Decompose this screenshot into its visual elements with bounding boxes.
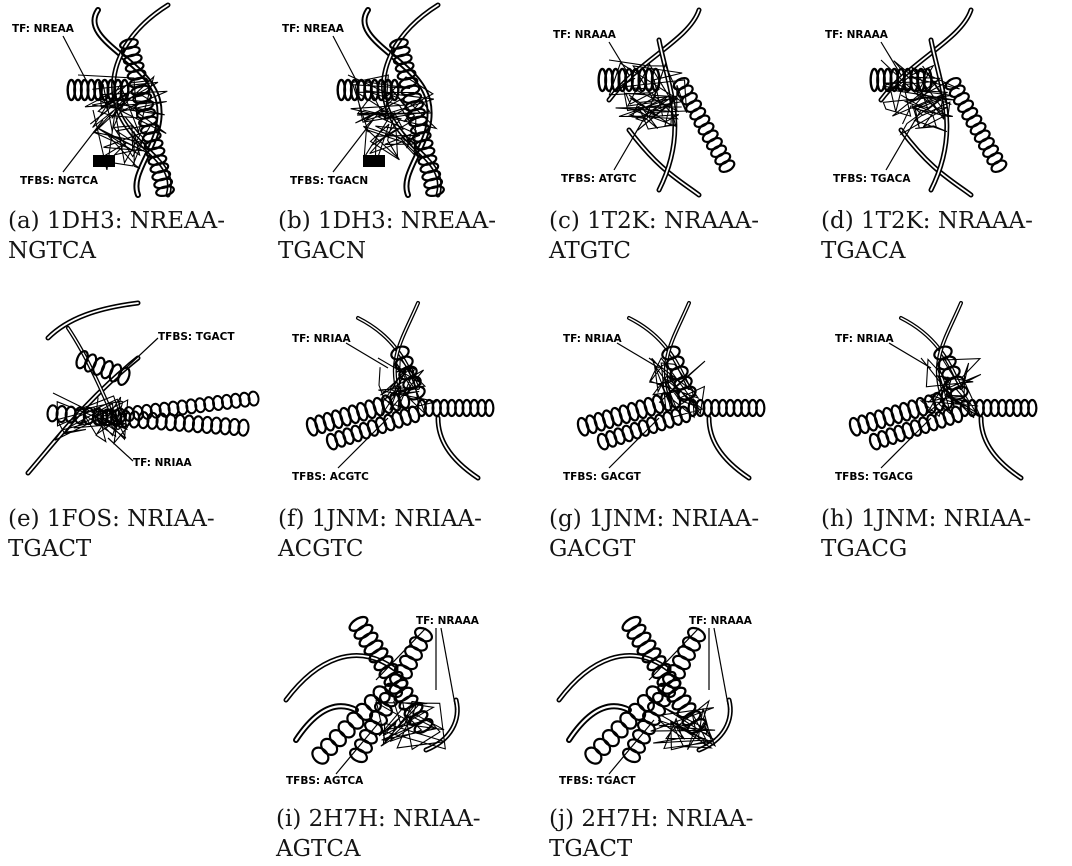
tf-label: TF: NREAA	[12, 23, 75, 35]
tfbs-label: TFBS: TGACA	[833, 173, 911, 185]
subfigure-caption: (e) 1FOS: NRIAA- TGACT	[8, 504, 273, 564]
subfigure-caption: (b) 1DH3: NREAA- TGACN	[278, 206, 543, 266]
tf-label: TF: NRIAA	[563, 333, 623, 345]
protein-dna-structure-image: TF: NREAA TFBS: NGTCA	[8, 0, 268, 200]
tf-label: TF: NRIAA	[133, 457, 193, 469]
protein-dna-structure-image: TF: NRAAA TFBS: ATGTC	[549, 0, 809, 200]
tfbs-label: TFBS: NGTCA	[20, 175, 99, 187]
protein-dna-structure-image: TFBS: TGACT TF: NRIAA	[8, 298, 268, 488]
tf-label: TF: NRIAA	[292, 333, 352, 345]
tf-label: TF: NRIAA	[835, 333, 895, 345]
tfbs-label: TFBS: ACGTC	[292, 471, 369, 483]
tfbs-label: TFBS: TGACG	[835, 471, 913, 483]
protein-dna-structure-image: TF: NREAA TFBS: TGACN	[278, 0, 538, 200]
tfbs-label: TFBS: AGTCA	[286, 775, 364, 787]
subfigure-caption: (f) 1JNM: NRIAA- ACGTC	[278, 504, 543, 564]
protein-dna-structure-image: TF: NRIAA TFBS: TGACG	[821, 298, 1072, 488]
tfbs-label: TFBS: TGACT	[158, 331, 235, 343]
subfigure-caption: (d) 1T2K: NRAAA- TGACA	[821, 206, 1072, 266]
subfigure-caption: (g) 1JNM: NRIAA- GACGT	[549, 504, 814, 564]
tf-label: TF: NREAA	[282, 23, 345, 35]
tf-label: TF: NRAAA	[553, 29, 617, 41]
tfbs-label: TFBS: TGACN	[290, 175, 368, 187]
tfbs-label: TFBS: TGACT	[559, 775, 636, 787]
tf-label: TF: NRAAA	[689, 615, 753, 627]
tfbs-label: TFBS: ATGTC	[561, 173, 637, 185]
tfbs-label: TFBS: GACGT	[563, 471, 642, 483]
subfigure-caption: (h) 1JNM: NRIAA- TGACG	[821, 504, 1072, 564]
subfigure-caption: (j) 2H7H: NRIAA- TGACT	[549, 804, 814, 864]
tf-label: TF: NRAAA	[825, 29, 889, 41]
subfigure-caption: (i) 2H7H: NRIAA- AGTCA	[276, 804, 541, 864]
subfigure-caption: (c) 1T2K: NRAAA- ATGTC	[549, 206, 814, 266]
subfigure-caption: (a) 1DH3: NREAA- NGTCA	[8, 206, 273, 266]
protein-dna-structure-image: TF: NRAAA TFBS: TGACT	[549, 600, 809, 796]
protein-dna-structure-image: TF: NRAAA TFBS: TGACA	[821, 0, 1072, 200]
protein-dna-structure-image: TF: NRIAA TFBS: GACGT	[549, 298, 809, 488]
protein-dna-structure-image: TF: NRAAA TFBS: AGTCA	[276, 600, 536, 796]
protein-dna-structure-image: TF: NRIAA TFBS: ACGTC	[278, 298, 538, 488]
tf-label: TF: NRAAA	[416, 615, 480, 627]
